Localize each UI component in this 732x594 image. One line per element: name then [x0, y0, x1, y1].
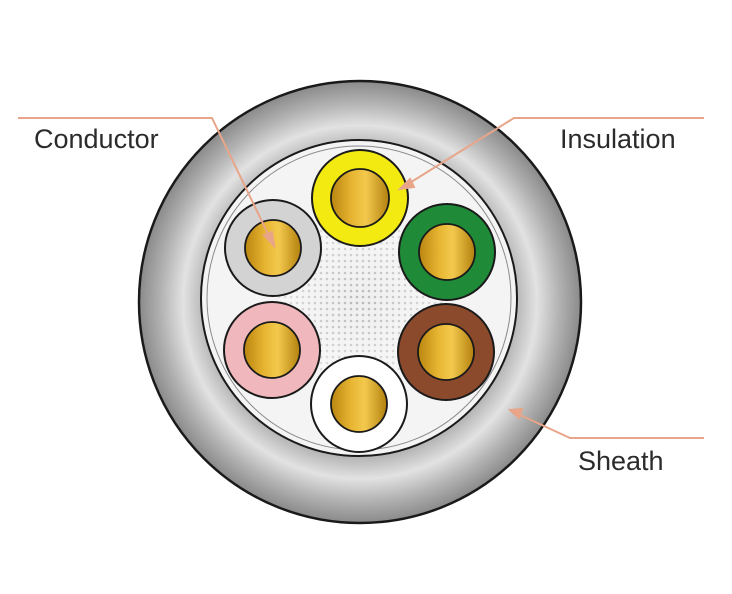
leader-sheath — [507, 407, 704, 439]
conductor-label: Conductor — [34, 124, 159, 154]
leader-insulation — [397, 117, 704, 191]
core-yellow — [311, 149, 409, 247]
core-grey — [224, 199, 322, 297]
conductor — [418, 223, 476, 281]
conductor — [330, 375, 388, 433]
insulation-label: Insulation — [560, 124, 676, 154]
core-green — [398, 203, 496, 301]
conductor — [244, 219, 302, 277]
core-brown — [397, 303, 495, 401]
conductor — [417, 323, 475, 381]
sheath-label: Sheath — [578, 446, 664, 476]
core-pink — [223, 301, 321, 399]
core-white — [310, 355, 408, 453]
conductor — [330, 168, 390, 228]
leader-conductor — [18, 117, 276, 250]
conductor — [243, 321, 301, 379]
